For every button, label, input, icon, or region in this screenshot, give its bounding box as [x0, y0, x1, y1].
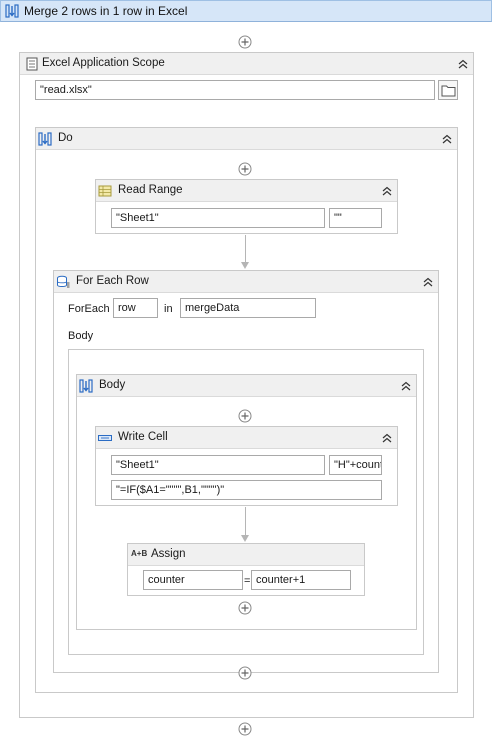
flow-connector [245, 235, 246, 263]
browse-file-button[interactable] [438, 80, 458, 100]
sequence-icon [38, 132, 52, 146]
read-range-sheet-input[interactable]: "Sheet1" [111, 208, 325, 228]
for-each-row-header[interactable]: For Each Row [54, 271, 438, 293]
flow-arrow-icon [241, 535, 249, 542]
foreach-label: ForEach [68, 303, 110, 315]
write-cell-range-input[interactable]: "H"+counter [329, 455, 382, 475]
add-activity-plus-icon[interactable] [238, 601, 252, 615]
for-each-row-title: For Each Row [76, 275, 149, 287]
excel-scope-header[interactable]: Excel Application Scope [20, 53, 473, 75]
workbook-path-input[interactable]: "read.xlsx" [35, 80, 435, 100]
read-range-title: Read Range [118, 184, 183, 196]
collapse-chevron-icon[interactable] [400, 380, 412, 392]
body-sequence-title: Body [99, 379, 126, 391]
write-cell-sheet-input[interactable]: "Sheet1" [111, 455, 325, 475]
body-label: Body [68, 330, 94, 342]
sequence-icon [79, 379, 93, 393]
add-activity-plus-icon[interactable] [238, 409, 252, 423]
assign-equals-sign: = [244, 575, 251, 587]
add-activity-plus-icon[interactable] [238, 666, 252, 680]
collapse-chevron-icon[interactable] [457, 58, 469, 70]
workflow-title: Merge 2 rows in 1 row in Excel [24, 4, 188, 18]
in-label: in [164, 303, 173, 315]
write-cell-icon [98, 435, 112, 441]
write-cell-header[interactable]: Write Cell [96, 427, 397, 449]
excel-scope-icon [26, 57, 38, 71]
foreach-item-variable-input[interactable]: row [113, 298, 158, 318]
body-sequence-header[interactable]: Body [77, 375, 416, 397]
collapse-chevron-icon[interactable] [381, 432, 393, 444]
for-each-row-icon [57, 275, 70, 288]
add-activity-plus-icon[interactable] [238, 722, 252, 736]
flow-connector [245, 507, 246, 536]
collapse-chevron-icon[interactable] [381, 185, 393, 197]
add-activity-plus-icon[interactable] [238, 162, 252, 176]
designer-title-bar: Merge 2 rows in 1 row in Excel [0, 0, 492, 22]
assign-title: Assign [151, 548, 186, 560]
do-sequence-header[interactable]: Do [36, 128, 457, 150]
write-cell-value-input[interactable]: "=IF($A1="""",B1,"""")" [111, 480, 382, 500]
assign-target-input[interactable]: counter [143, 570, 243, 590]
assign-icon: A+B [131, 549, 148, 558]
assign-header[interactable]: A+B Assign [128, 544, 364, 566]
add-activity-plus-icon[interactable] [238, 35, 252, 49]
excel-scope-title: Excel Application Scope [42, 57, 165, 69]
read-range-header[interactable]: Read Range [96, 180, 397, 202]
assign-value-input[interactable]: counter+1 [251, 570, 351, 590]
read-range-icon [98, 185, 112, 197]
sequence-icon [5, 4, 19, 18]
collapse-chevron-icon[interactable] [422, 276, 434, 288]
do-sequence-title: Do [58, 132, 73, 144]
collapse-chevron-icon[interactable] [441, 133, 453, 145]
write-cell-title: Write Cell [118, 431, 168, 443]
flow-arrow-icon [241, 262, 249, 269]
read-range-range-input[interactable]: "" [329, 208, 382, 228]
folder-icon [441, 85, 456, 97]
foreach-collection-input[interactable]: mergeData [180, 298, 316, 318]
